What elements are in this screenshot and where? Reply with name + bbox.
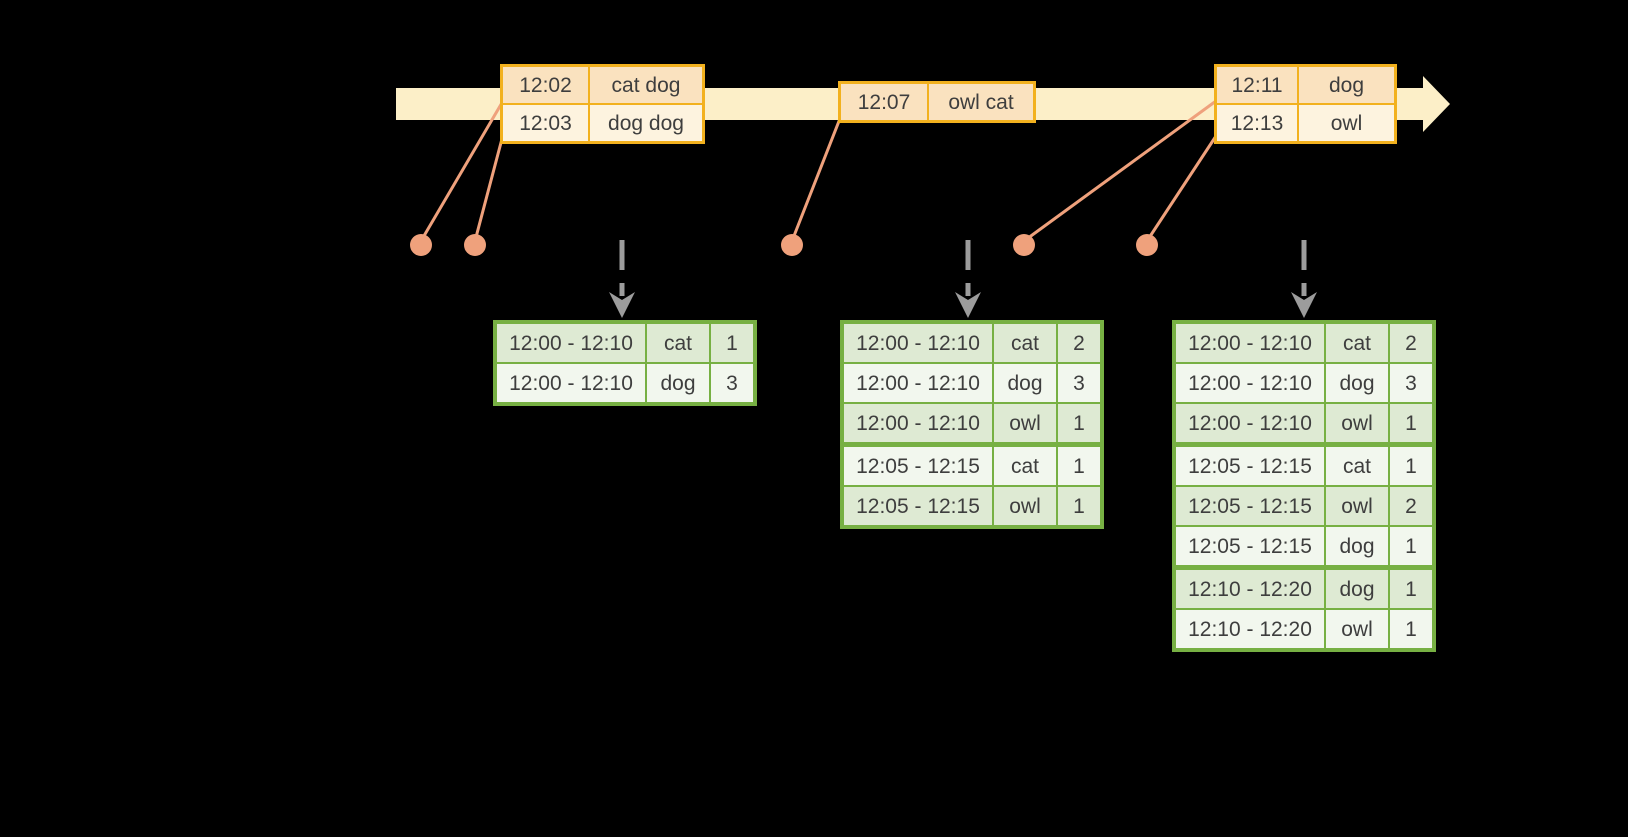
connector-line-12-13 [1145, 135, 1218, 242]
event-row: 12:03 dog dog [500, 103, 705, 144]
window-cell: 12:05 - 12:15 [1173, 485, 1326, 527]
count-cell: 1 [1056, 443, 1103, 487]
result-row: 12:05 - 12:15 owl 2 [1173, 485, 1435, 527]
result-table-2: 12:00 - 12:10 cat 2 12:00 - 12:10 dog 3 … [840, 320, 1104, 529]
result-row: 12:00 - 12:10 dog 3 [841, 362, 1103, 404]
count-cell: 2 [1388, 485, 1435, 527]
window-cell: 12:05 - 12:15 [1173, 525, 1326, 570]
trigger-arrowhead-icon-3 [1291, 292, 1317, 318]
result-row: 12:00 - 12:10 dog 3 [1173, 362, 1435, 404]
count-cell: 1 [1388, 566, 1435, 610]
event-time-cell: 12:03 [500, 103, 590, 144]
word-cell: owl [992, 402, 1058, 447]
count-cell: 2 [1388, 321, 1435, 364]
result-row: 12:10 - 12:20 dog 1 [1173, 566, 1435, 610]
count-cell: 1 [1388, 443, 1435, 487]
result-table-1: 12:00 - 12:10 cat 1 12:00 - 12:10 dog 3 [493, 320, 757, 406]
connector-line-12-03 [473, 134, 505, 242]
word-cell: dog [992, 362, 1058, 404]
result-row: 12:00 - 12:10 cat 1 [494, 321, 756, 364]
window-cell: 12:10 - 12:20 [1173, 566, 1326, 610]
word-cell: owl [1324, 485, 1390, 527]
event-row: 12:02 cat dog [500, 64, 705, 105]
word-cell: owl [992, 485, 1058, 528]
window-cell: 12:05 - 12:15 [841, 485, 994, 528]
result-row: 12:00 - 12:10 owl 1 [1173, 402, 1435, 447]
result-row: 12:00 - 12:10 owl 1 [841, 402, 1103, 447]
event-table-3: 12:11 dog 12:13 owl [1214, 64, 1397, 144]
window-cell: 12:00 - 12:10 [1173, 402, 1326, 447]
result-table-3: 12:00 - 12:10 cat 2 12:00 - 12:10 dog 3 … [1172, 320, 1436, 652]
window-cell: 12:00 - 12:10 [494, 321, 647, 364]
event-words-cell: dog dog [588, 103, 705, 144]
count-cell: 1 [1056, 402, 1103, 447]
event-words-cell: cat dog [588, 64, 705, 105]
count-cell: 1 [1388, 525, 1435, 570]
word-cell: cat [992, 443, 1058, 487]
word-cell: cat [992, 321, 1058, 364]
event-words-cell: owl cat [927, 81, 1036, 123]
window-cell: 12:00 - 12:10 [841, 402, 994, 447]
word-cell: owl [1324, 608, 1390, 651]
event-dot-12-13 [1136, 234, 1158, 256]
event-words-cell: dog [1297, 64, 1397, 105]
event-dot-12-11 [1013, 234, 1035, 256]
event-dot-12-03 [464, 234, 486, 256]
word-cell: dog [1324, 566, 1390, 610]
window-cell: 12:00 - 12:10 [841, 362, 994, 404]
event-table-1: 12:02 cat dog 12:03 dog dog [500, 64, 705, 144]
event-time-cell: 12:07 [838, 81, 929, 123]
count-cell: 3 [709, 362, 756, 405]
event-words-cell: owl [1297, 103, 1397, 144]
word-cell: dog [645, 362, 711, 405]
event-time-cell: 12:13 [1214, 103, 1299, 144]
connector-line-12-02 [419, 100, 505, 242]
result-row: 12:05 - 12:15 cat 1 [841, 443, 1103, 487]
window-cell: 12:00 - 12:10 [841, 321, 994, 364]
count-cell: 1 [1388, 402, 1435, 447]
event-row: 12:07 owl cat [838, 81, 1036, 123]
event-dot-12-02 [410, 234, 432, 256]
event-table-2: 12:07 owl cat [838, 81, 1036, 123]
trigger-arrows [609, 240, 1317, 318]
window-cell: 12:00 - 12:10 [1173, 321, 1326, 364]
word-cell: dog [1324, 525, 1390, 570]
event-row: 12:11 dog [1214, 64, 1397, 105]
event-dot-12-07 [781, 234, 803, 256]
count-cell: 2 [1056, 321, 1103, 364]
count-cell: 1 [1388, 608, 1435, 651]
window-cell: 12:10 - 12:20 [1173, 608, 1326, 651]
timeline-arrowhead-icon [1423, 76, 1450, 132]
word-cell: owl [1324, 402, 1390, 447]
count-cell: 3 [1388, 362, 1435, 404]
result-row: 12:00 - 12:10 cat 2 [1173, 321, 1435, 364]
count-cell: 1 [1056, 485, 1103, 528]
trigger-arrowhead-icon-1 [609, 292, 635, 318]
word-cell: cat [645, 321, 711, 364]
word-cell: cat [1324, 321, 1390, 364]
window-cell: 12:00 - 12:10 [1173, 362, 1326, 404]
trigger-arrowhead-icon-2 [955, 292, 981, 318]
connector-line-12-11 [1023, 99, 1217, 243]
window-cell: 12:05 - 12:15 [841, 443, 994, 487]
window-cell: 12:00 - 12:10 [494, 362, 647, 405]
word-cell: cat [1324, 443, 1390, 487]
event-time-cell: 12:02 [500, 64, 590, 105]
event-time-cell: 12:11 [1214, 64, 1299, 105]
result-row: 12:05 - 12:15 owl 1 [841, 485, 1103, 528]
connector-line-12-07 [790, 115, 843, 242]
window-cell: 12:05 - 12:15 [1173, 443, 1326, 487]
result-row: 12:05 - 12:15 dog 1 [1173, 525, 1435, 570]
word-cell: dog [1324, 362, 1390, 404]
count-cell: 1 [709, 321, 756, 364]
result-row: 12:00 - 12:10 cat 2 [841, 321, 1103, 364]
result-row: 12:10 - 12:20 owl 1 [1173, 608, 1435, 651]
result-row: 12:05 - 12:15 cat 1 [1173, 443, 1435, 487]
count-cell: 3 [1056, 362, 1103, 404]
result-row: 12:00 - 12:10 dog 3 [494, 362, 756, 405]
event-time-dots [410, 234, 1158, 256]
event-row: 12:13 owl [1214, 103, 1397, 144]
